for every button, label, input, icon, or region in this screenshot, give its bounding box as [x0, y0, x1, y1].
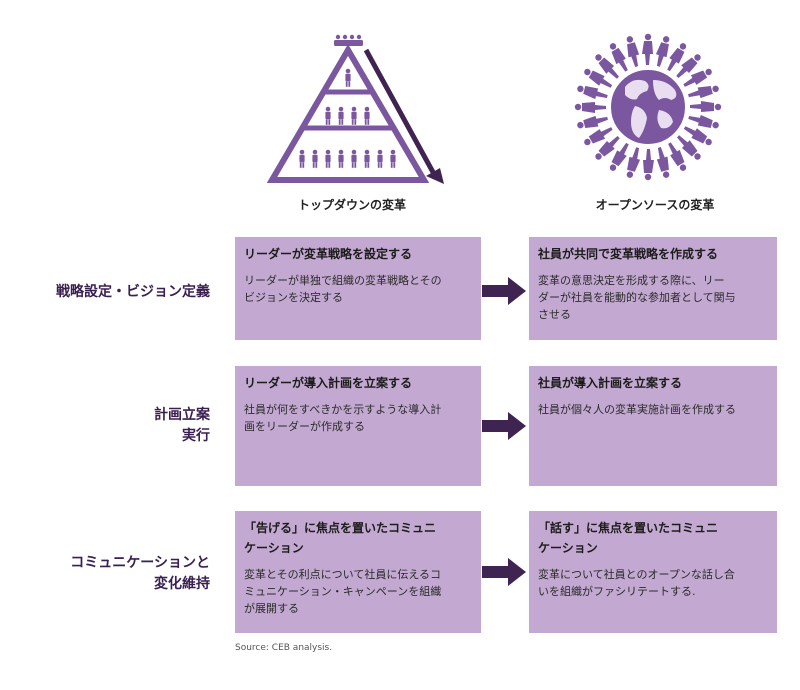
- box-body-line: ミュニケーション・キャンペーンを組織: [244, 585, 442, 598]
- box-body-line: が展開する: [244, 602, 299, 615]
- box-body-line: リーダーが単独で組織の変革戦略とその: [244, 274, 442, 287]
- box-body-line: させる: [538, 308, 571, 321]
- top-down-box-planning: リーダーが導入計画を立案する 社員が何をすべきかを示すような導入計 画をリーダー…: [235, 366, 481, 486]
- globe-people-circle-icon: [574, 33, 722, 181]
- box-title-line: リーダーが変革戦略を設定する: [244, 247, 413, 261]
- box-body-line: 画をリーダーが作成する: [244, 420, 365, 433]
- row-label-communication: コミュニケーションと 変化維持: [10, 553, 210, 595]
- ring-person-icon: [688, 85, 719, 99]
- ring-person-icon: [643, 149, 654, 181]
- box-body: 社員が何をすべきかを示すような導入計 画をリーダーが作成する: [244, 401, 472, 435]
- box-title-line: リーダーが導入計画を立案する: [244, 376, 413, 390]
- ring-person-icon: [577, 85, 608, 100]
- ring-person-icon: [595, 54, 620, 79]
- box-title-line: ケーション: [538, 541, 598, 555]
- ring-person-icon: [609, 43, 628, 72]
- box-title: 「告げる」に焦点を置いたコミュニ ケーション: [244, 518, 472, 558]
- row-label-line: 実行: [182, 428, 210, 444]
- box-title: 「話す」に焦点を置いたコミュニ ケーション: [538, 518, 768, 558]
- ring-person-icon: [626, 147, 641, 178]
- ring-person-icon: [642, 33, 653, 65]
- ring-person-icon: [668, 142, 687, 171]
- box-body-line: 変革の意思決定を形成する際に、リー: [538, 274, 725, 287]
- ring-person-icon: [667, 43, 687, 72]
- box-body-line: 社員が個々人の変革実施計画を作成する: [538, 403, 736, 416]
- row-label-line: 変化維持: [154, 576, 210, 592]
- box-title-line: ケーション: [244, 541, 304, 555]
- box-body-line: 変革とその利点について社員に伝えるコ: [244, 568, 442, 581]
- box-title-line: 社員が共同で変革戦略を作成する: [538, 247, 719, 261]
- open-source-box-strategy: 社員が共同で変革戦略を作成する 変革の意思決定を形成する際に、リー ダーが社員を…: [529, 237, 777, 340]
- open-source-column-title: オープンソースの変革: [595, 198, 715, 212]
- ring-person-icon: [584, 68, 613, 88]
- row-label-line: コミュニケーションと: [70, 555, 210, 571]
- top-down-column-title: トップダウンの変革: [297, 198, 406, 212]
- row-label-line: 戦略設定・ビジョン定義: [56, 284, 210, 300]
- ring-person-icon: [690, 101, 722, 112]
- row-label-planning: 計画立案 実行: [10, 405, 210, 447]
- ring-person-icon: [655, 36, 670, 67]
- right-arrow-icon: [482, 412, 526, 440]
- row-label-strategy: 戦略設定・ビジョン定義: [10, 282, 210, 303]
- pyramid-hierarchy-icon: [266, 34, 444, 184]
- right-arrow-icon: [482, 277, 526, 305]
- ring-person-icon: [688, 114, 719, 129]
- box-body-line: 変革について社員とのオープンな話し合: [538, 568, 735, 581]
- box-title: リーダーが導入計画を立案する: [244, 373, 472, 393]
- ring-person-icon: [656, 147, 670, 178]
- top-down-box-strategy: リーダーが変革戦略を設定する リーダーが単独で組織の変革戦略とその ビジョンを決…: [235, 237, 481, 340]
- ring-person-icon: [683, 126, 712, 146]
- ring-person-icon: [626, 36, 640, 67]
- ring-person-icon: [574, 102, 606, 113]
- box-body-line: いを組織がファシリテートする.: [538, 585, 696, 598]
- row-label-line: 計画立案: [154, 407, 210, 423]
- ring-person-icon: [577, 115, 608, 129]
- top-down-box-communication: 「告げる」に焦点を置いたコミュニ ケーション 変革とその利点について社員に伝える…: [235, 511, 481, 633]
- box-title: 社員が共同で変革戦略を作成する: [538, 244, 768, 264]
- box-title-line: 社員が導入計画を立案する: [538, 376, 683, 390]
- open-source-box-planning: 社員が導入計画を立案する 社員が個々人の変革実施計画を作成する: [529, 366, 777, 486]
- box-body: 変革の意思決定を形成する際に、リー ダーが社員を能動的な参加者として関与 させる: [538, 272, 768, 323]
- box-body: 変革について社員とのオープンな話し合 いを組織がファシリテートする.: [538, 566, 768, 600]
- box-body: 変革とその利点について社員に伝えるコ ミュニケーション・キャンペーンを組織 が展…: [244, 566, 472, 617]
- ring-person-icon: [609, 142, 629, 171]
- box-body-line: ダーが社員を能動的な参加者として関与: [538, 291, 736, 304]
- box-body: 社員が個々人の変革実施計画を作成する: [538, 401, 768, 418]
- box-body-line: ビジョンを決定する: [244, 291, 343, 304]
- source-note: Source: CEB analysis.: [235, 643, 333, 653]
- box-body-line: 社員が何をすべきかを示すような導入計: [244, 403, 442, 416]
- box-body: リーダーが単独で組織の変革戦略とその ビジョンを決定する: [244, 272, 472, 306]
- right-arrow-icon: [482, 558, 526, 586]
- ring-person-icon: [595, 135, 620, 160]
- box-title-line: 「告げる」に焦点を置いたコミュニ: [244, 521, 437, 535]
- open-source-box-communication: 「話す」に焦点を置いたコミュニ ケーション 変革について社員とのオープンな話し合…: [529, 511, 777, 633]
- box-title: リーダーが変革戦略を設定する: [244, 244, 472, 264]
- box-title: 社員が導入計画を立案する: [538, 373, 768, 393]
- ring-person-icon: [683, 68, 712, 87]
- box-title-line: 「話す」に焦点を置いたコミュニ: [538, 521, 719, 535]
- ring-person-icon: [584, 127, 613, 146]
- ring-person-icon: [676, 135, 701, 160]
- ring-person-icon: [676, 54, 701, 79]
